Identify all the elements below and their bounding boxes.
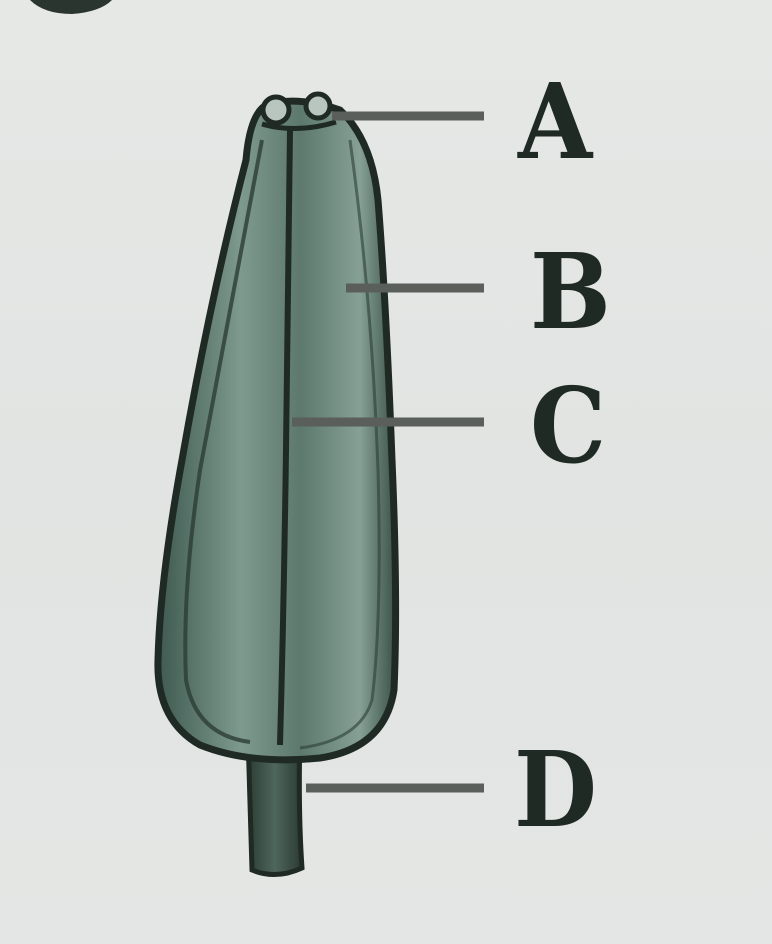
- label-d: D: [514, 738, 597, 842]
- label-b: B: [530, 240, 611, 344]
- label-a: A: [518, 70, 592, 174]
- specimen-body: [158, 101, 396, 760]
- corner-mark: [30, 0, 112, 14]
- label-c: C: [530, 374, 606, 478]
